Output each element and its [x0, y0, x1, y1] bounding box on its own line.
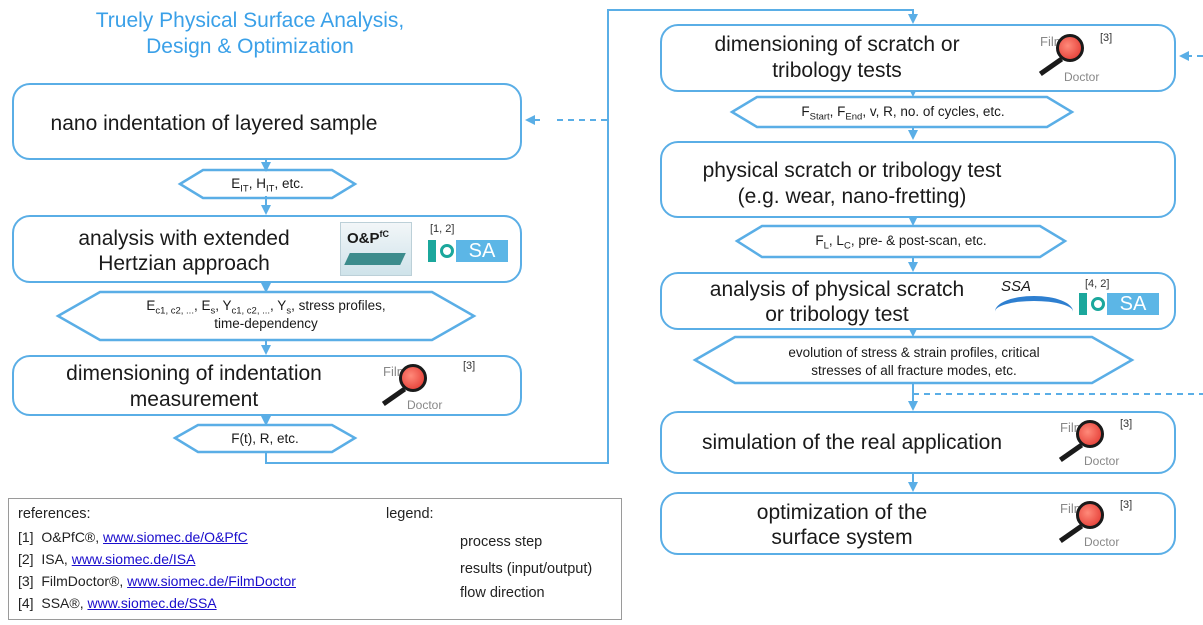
filmdoctor-logo-1: Film Doctor — [1038, 30, 1100, 86]
step-nano-indentation-label: nano indentation of layered sample — [50, 112, 378, 135]
step-nano-indentation: nano indentation of layered sample — [12, 83, 522, 160]
step-extended-hertzian-label-2: Hertzian approach — [98, 252, 270, 275]
step-dimensioning-scratch-label-2: tribology tests — [772, 59, 902, 82]
results-hexagon-r1 — [729, 95, 1075, 129]
filmdoctor-logo-3: Film Doctor — [1058, 416, 1120, 470]
reference-2: [2] ISA, www.siomec.de/ISA — [18, 551, 195, 567]
step-dimensioning-scratch: dimensioning of scratch or tribology tes… — [660, 24, 1176, 92]
filmdoctor-logo-3-doctor: Doctor — [1084, 454, 1120, 468]
ops-logo-text: O&P — [347, 230, 380, 247]
cite-step-analysis-scratch: [4, 2] — [1085, 278, 1110, 290]
results-hexagon-r2 — [734, 224, 1068, 259]
reference-1-link[interactable]: www.siomec.de/O&PfC — [103, 529, 248, 545]
result-elastic-yield: Ec1, c2, ..., Es, Yc1, c2, ..., Ys, stre… — [146, 298, 386, 317]
references-legend-box: references: [1] O&PfC®, www.siomec.de/O&… — [8, 498, 622, 620]
ssa-logo-text: SSA — [1001, 278, 1032, 295]
step-optimization-label-1: optimization of the — [756, 501, 928, 524]
reference-3-link[interactable]: www.siomec.de/FilmDoctor — [127, 573, 296, 589]
reference-1-name: O&PfC®, — [41, 529, 100, 545]
cite-step-extended-hertzian: [1, 2] — [430, 223, 455, 235]
filmdoctor-logo-1-doctor: Doctor — [1064, 70, 1100, 84]
reference-3: [3] FilmDoctor®, www.siomec.de/FilmDocto… — [18, 573, 296, 589]
step-extended-hertzian: analysis with extended Hertzian approach — [12, 215, 522, 283]
diagram-title-line2: Design & Optimization — [146, 35, 354, 58]
step-physical-scratch-test-label-1: physical scratch or tribology test — [702, 159, 1002, 182]
step-dimensioning-scratch-label-1: dimensioning of scratch or — [714, 33, 960, 56]
step-analysis-scratch-label-2: or tribology test — [765, 303, 909, 326]
reference-2-link[interactable]: www.siomec.de/ISA — [71, 551, 196, 567]
step-analysis-scratch-label-1: analysis of physical scratch — [709, 278, 965, 301]
results-hexagon-r3 — [692, 335, 1135, 385]
isa-logo-right: SA — [1079, 293, 1159, 315]
reference-2-name: ISA, — [41, 551, 68, 567]
cite-step-dimensioning-indentation: [3] — [463, 360, 476, 372]
reference-2-num: [2] — [18, 551, 34, 567]
reference-3-num: [3] — [18, 573, 34, 589]
reference-1: [1] O&PfC®, www.siomec.de/O&PfC — [18, 529, 248, 545]
result-fl-lc: FL, LC, pre- & post-scan, etc. — [815, 233, 987, 252]
step-optimization-label-2: surface system — [771, 526, 913, 549]
result-evolution-line1: evolution of stress & strain profiles, c… — [788, 345, 1040, 360]
result-fstart-fend: FStart, FEnd, v, R, no. of cycles, etc. — [801, 104, 1005, 123]
cite-step-simulation: [3] — [1120, 418, 1133, 430]
filmdoctor-logo-2-doctor: Doctor — [407, 398, 443, 412]
reference-4-name: SSA®, — [41, 595, 84, 611]
reference-4-link[interactable]: www.siomec.de/SSA — [87, 595, 217, 611]
reference-4: [4] SSA®, www.siomec.de/SSA — [18, 595, 217, 611]
reference-4-num: [4] — [18, 595, 34, 611]
step-dimensioning-indentation-label-1: dimensioning of indentation — [66, 362, 322, 385]
isa-logo-right-text: SA — [1107, 293, 1159, 315]
legend-flow-label: flow direction — [460, 585, 545, 601]
references-heading: references: — [18, 506, 91, 522]
cite-step-dimensioning-scratch: [3] — [1100, 32, 1113, 44]
step-simulation-label: simulation of the real application — [701, 431, 1002, 454]
isa-logo-left-text: SA — [456, 240, 508, 262]
legend-process-label: process step — [460, 534, 543, 550]
result-eit-hit: EIT, HIT, etc. — [231, 176, 304, 195]
feedback-loop-left — [553, 119, 609, 350]
result-ft-r: F(t), R, etc. — [231, 431, 299, 446]
filmdoctor-logo-4: Film Doctor — [1058, 497, 1120, 551]
result-evolution-line2: stresses of all fracture modes, etc. — [811, 363, 1017, 378]
reference-1-num: [1] — [18, 529, 34, 545]
results-hexagon-l1 — [177, 168, 358, 200]
filmdoctor-logo-4-doctor: Doctor — [1084, 535, 1120, 549]
isa-logo-left: SA — [428, 240, 508, 262]
diagram-title-line1: Truely Physical Surface Analysis, — [95, 9, 405, 32]
ops-logo: O&PfC — [340, 222, 412, 276]
step-dimensioning-indentation: dimensioning of indentation measurement — [12, 355, 522, 416]
legend-heading: legend: — [386, 506, 434, 522]
filmdoctor-logo-2: Film Doctor — [381, 360, 443, 412]
ssa-logo: SSA — [995, 278, 1075, 324]
result-time-dependency: time-dependency — [214, 316, 318, 331]
cite-step-optimization: [3] — [1120, 499, 1133, 511]
ops-logo-sup: fC — [379, 229, 390, 239]
step-analysis-scratch: analysis of physical scratch or tribolog… — [660, 272, 1176, 330]
legend-results-label: results (input/output) — [460, 561, 593, 577]
step-extended-hertzian-label-1: analysis with extended — [78, 227, 290, 250]
results-hexagon-l2 — [55, 290, 477, 342]
results-hexagon-l3 — [172, 423, 358, 454]
step-dimensioning-indentation-label-2: measurement — [129, 388, 259, 411]
reference-3-name: FilmDoctor®, — [41, 573, 124, 589]
step-physical-scratch-test-label-2: (e.g. wear, nano-fretting) — [737, 185, 967, 208]
step-physical-scratch-test: physical scratch or tribology test (e.g.… — [660, 141, 1176, 218]
